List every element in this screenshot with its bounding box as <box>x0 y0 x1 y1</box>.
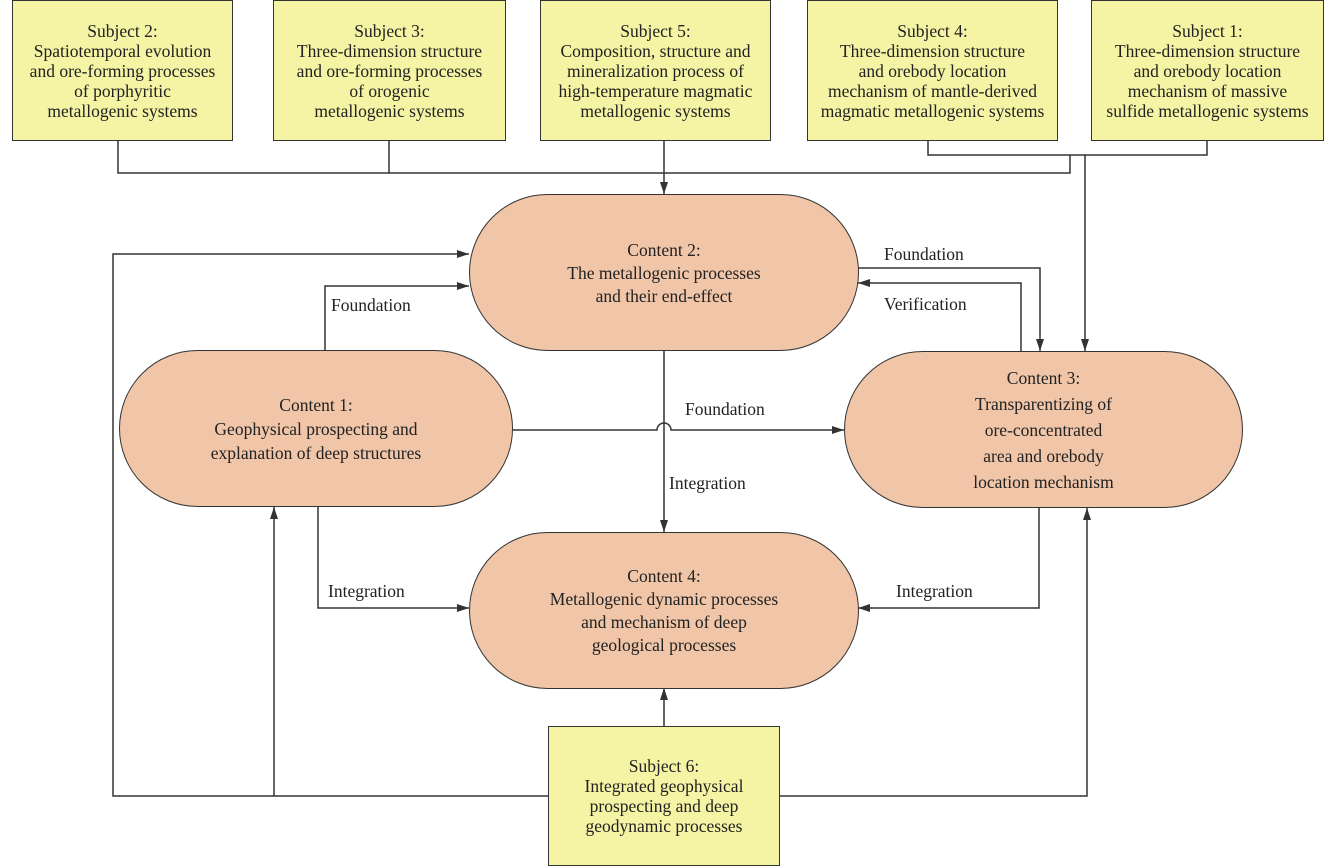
content-2-text: and their end-effect <box>595 285 733 306</box>
content-1-text: Geophysical prospecting and <box>214 418 418 439</box>
content-3-text: location mechanism <box>973 471 1114 492</box>
subject-2-title: Subject 2: <box>87 20 158 41</box>
content-2-node: Content 2: The metallogenic processes an… <box>469 194 859 351</box>
edge-label-content1-to-content4: Integration <box>328 581 405 601</box>
subject-3-title: Subject 3: <box>354 20 425 41</box>
edge-content3-to-content2 <box>858 279 1022 351</box>
edge-content1-to-content4 <box>317 507 469 612</box>
subject-2-box: Subject 2: Spatiotemporal evolution and … <box>12 0 233 141</box>
edge-content1-to-content2 <box>324 282 469 351</box>
subject-4-title: Subject 4: <box>897 20 968 41</box>
subject-4-text: mechanism of mantle-derived <box>828 80 1037 101</box>
subject-1-text: and orebody location <box>1133 60 1282 81</box>
content-4-text: Metallogenic dynamic processes <box>549 589 779 609</box>
edge-label-content1-to-content3: Foundation <box>685 399 765 419</box>
subject-4-text: magmatic metallogenic systems <box>820 100 1045 121</box>
content-4-text: geological processes <box>591 635 737 655</box>
subject-1-box: Subject 1: Three-dimension structure and… <box>1091 0 1324 141</box>
content-2-title: Content 2: <box>627 239 701 260</box>
subject-4-text: Three-dimension structure <box>839 40 1026 61</box>
subject-5-box: Subject 5: Composition, structure and mi… <box>540 0 771 141</box>
subject-2-text: of porphyritic <box>74 80 171 101</box>
subject-5-text: metallogenic systems <box>580 100 731 121</box>
subject-3-text: of orogenic <box>349 80 430 101</box>
subject-1-title: Subject 1: <box>1172 20 1243 41</box>
content-2-text: The metallogenic processes <box>567 262 761 283</box>
edge-subject2-bus <box>117 140 1071 174</box>
edge-content1-to-content3 <box>513 422 844 434</box>
content-3-node: Content 3: Transparentizing of ore-conce… <box>844 351 1243 508</box>
content-3-text: area and orebody <box>983 445 1104 466</box>
subject-6-box: Subject 6: Integrated geophysical prospe… <box>548 726 780 866</box>
subject-6-text: geodynamic processes <box>585 816 743 836</box>
subject-3-text: Three-dimension structure <box>296 40 483 61</box>
content-4-text: and mechanism of deep <box>581 612 747 632</box>
subject-1-text: sulfide metallogenic systems <box>1106 100 1309 121</box>
subject-5-title: Subject 5: <box>620 20 691 41</box>
edge-content2-to-content3 <box>858 267 1044 351</box>
edge-content3-to-content4 <box>858 508 1040 612</box>
edge-subject6-to-content2 <box>112 250 548 797</box>
subject-6-text: Integrated geophysical <box>584 776 744 796</box>
edge-label-content3-to-content4: Integration <box>896 581 973 601</box>
subject-5-text: high-temperature magmatic <box>558 80 753 101</box>
subject-1-text: Three-dimension structure <box>1114 40 1301 61</box>
subject-2-text: Spatiotemporal evolution <box>33 40 212 61</box>
content-4-title: Content 4: <box>627 566 701 586</box>
edge-subject6-to-content3 <box>780 508 1091 797</box>
edge-label-content3-to-content2: Verification <box>884 294 967 314</box>
subject-2-text: metallogenic systems <box>47 100 198 121</box>
subject-6-text: prospecting and deep <box>589 796 739 816</box>
subject-4-text: and orebody location <box>858 60 1007 81</box>
subject-5-text: mineralization process of <box>567 60 744 81</box>
edge-subject4-subject1-bracket <box>927 140 1208 156</box>
subject-3-text: and ore-forming processes <box>296 60 483 81</box>
edge-label-content2-to-content4: Integration <box>669 473 746 493</box>
content-3-text: ore-concentrated <box>984 419 1103 440</box>
subject-1-text: mechanism of massive <box>1127 80 1288 101</box>
edge-label-content1-to-content2: Foundation <box>331 295 411 315</box>
subject-6-title: Subject 6: <box>628 756 700 776</box>
subject-2-text: and ore-forming processes <box>29 60 216 81</box>
content-4-node: Content 4: Metallogenic dynamic processe… <box>469 532 859 689</box>
subject-3-text: metallogenic systems <box>314 100 465 121</box>
subject-4-box: Subject 4: Three-dimension structure and… <box>807 0 1058 141</box>
content-1-title: Content 1: <box>279 394 353 415</box>
subject-5-text: Composition, structure and <box>560 40 751 61</box>
subject-3-box: Subject 3: Three-dimension structure and… <box>273 0 506 141</box>
content-3-title: Content 3: <box>1006 367 1081 388</box>
content-3-text: Transparentizing of <box>975 393 1112 414</box>
edge-label-content2-to-content3: Foundation <box>884 244 964 264</box>
content-1-text: explanation of deep structures <box>210 442 422 463</box>
content-1-node: Content 1: Geophysical prospecting and e… <box>119 350 513 507</box>
